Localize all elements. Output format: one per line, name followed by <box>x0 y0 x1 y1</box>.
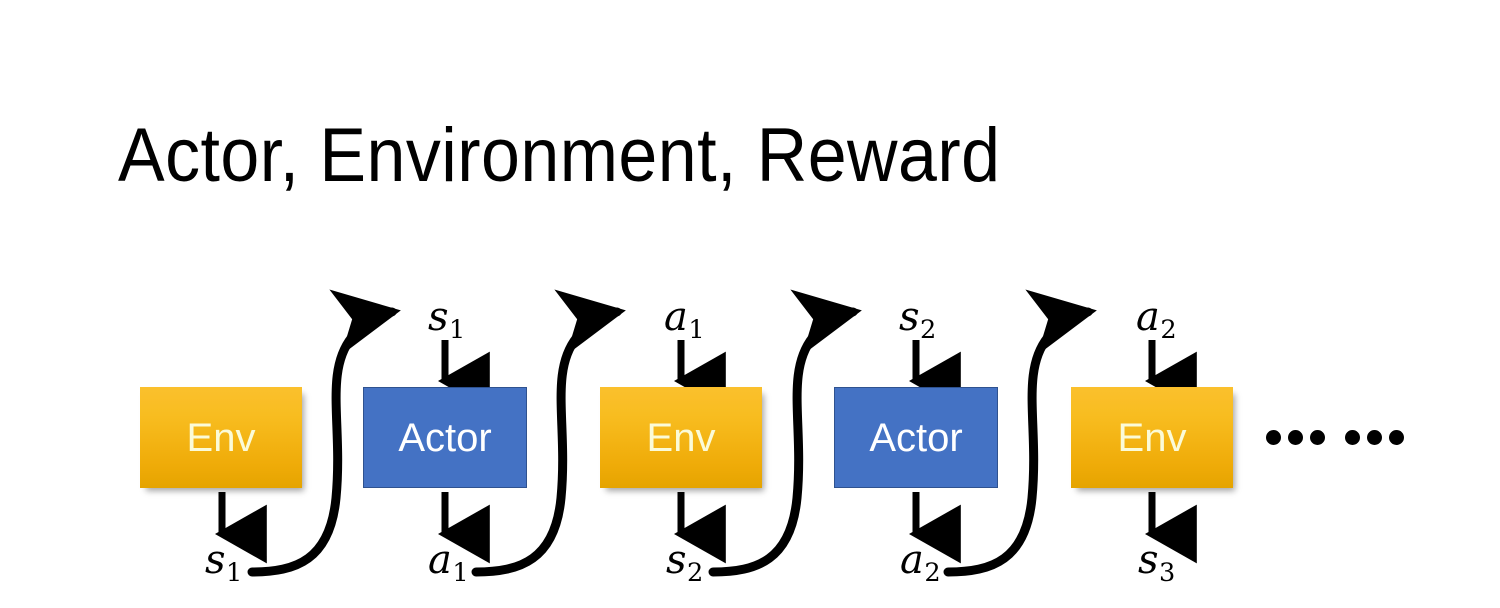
node-label: Actor <box>398 415 492 460</box>
label-top-s1: s1 <box>428 297 465 344</box>
label-base: a <box>428 537 452 583</box>
label-subscript: 3 <box>1159 558 1176 589</box>
ellipsis-dot <box>1310 430 1325 445</box>
ellipsis-dot <box>1345 430 1360 445</box>
node-actor-1[interactable]: Actor <box>363 387 527 488</box>
label-base: s <box>1138 537 1159 583</box>
label-bottom-s2: s2 <box>666 540 703 587</box>
label-subscript: 1 <box>452 558 469 589</box>
label-top-a1: a1 <box>664 297 705 344</box>
node-label: Env <box>1117 415 1187 460</box>
label-subscript: 1 <box>688 315 705 346</box>
label-base: a <box>900 537 924 583</box>
page-title: Actor, Environment, Reward <box>118 113 1001 198</box>
ellipsis-dot <box>1389 430 1404 445</box>
label-bottom-s3: s3 <box>1138 540 1175 587</box>
label-subscript: 2 <box>687 558 704 589</box>
label-top-a2: a2 <box>1136 297 1177 344</box>
node-actor-2[interactable]: Actor <box>834 387 998 488</box>
label-bottom-a1: a1 <box>428 540 469 587</box>
label-bottom-a2: a2 <box>900 540 941 587</box>
ellipsis-spacer <box>1332 437 1338 438</box>
ellipsis-dot <box>1367 430 1382 445</box>
label-subscript: 1 <box>226 558 243 589</box>
label-subscript: 2 <box>924 558 941 589</box>
label-base: a <box>664 294 688 340</box>
label-bottom-s1: s1 <box>205 540 242 587</box>
label-base: s <box>666 537 687 583</box>
node-label: Env <box>646 415 716 460</box>
node-env-1[interactable]: Env <box>140 387 302 488</box>
node-env-3[interactable]: Env <box>1071 387 1233 488</box>
label-subscript: 2 <box>1160 315 1177 346</box>
label-base: s <box>205 537 226 583</box>
label-base: s <box>899 294 920 340</box>
label-base: s <box>428 294 449 340</box>
node-label: Actor <box>869 415 963 460</box>
label-base: a <box>1136 294 1160 340</box>
ellipsis-dot <box>1266 430 1281 445</box>
label-subscript: 2 <box>920 315 937 346</box>
label-top-s2: s2 <box>899 297 936 344</box>
continuation-ellipsis-icon <box>1266 430 1404 445</box>
node-env-2[interactable]: Env <box>600 387 762 488</box>
label-subscript: 1 <box>449 315 466 346</box>
node-label: Env <box>186 415 256 460</box>
ellipsis-dot <box>1288 430 1303 445</box>
